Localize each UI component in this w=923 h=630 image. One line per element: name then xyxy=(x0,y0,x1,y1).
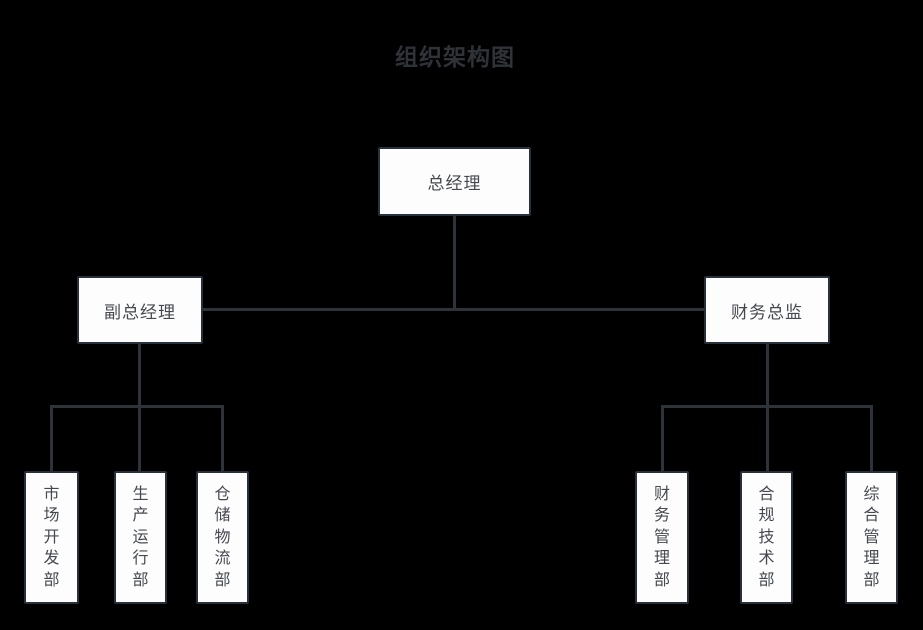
connector-right-child-drop-1 xyxy=(660,405,664,471)
connector-right-rail xyxy=(660,405,873,408)
connector-left-child-drop-1 xyxy=(50,405,53,471)
node-warehouse-logistics-dept: 仓储物流部 xyxy=(196,471,249,604)
node-general-manager-label: 总经理 xyxy=(427,174,482,193)
node-production-operation-dept: 生产运行部 xyxy=(114,471,167,604)
chart-title: 组织架构图 xyxy=(395,44,515,70)
connector-right-child-drop-3 xyxy=(869,405,873,471)
node-compliance-technology-dept-label: 合规技术部 xyxy=(758,485,775,589)
node-market-development-dept-label: 市场开发部 xyxy=(43,485,60,589)
connector-left-rail xyxy=(50,405,223,408)
node-warehouse-logistics-dept-label: 仓储物流部 xyxy=(214,485,231,589)
node-compliance-technology-dept: 合规技术部 xyxy=(740,471,793,604)
node-deputy-general-manager-label: 副总经理 xyxy=(104,302,176,322)
node-deputy-general-manager: 副总经理 xyxy=(77,276,203,344)
node-finance-director: 财务总监 xyxy=(704,276,830,344)
connector-root-drop xyxy=(452,216,456,309)
node-market-development-dept: 市场开发部 xyxy=(24,471,79,604)
connector-level2-bridge xyxy=(202,308,704,311)
node-finance-director-label: 财务总监 xyxy=(731,302,803,322)
node-production-operation-dept-label: 生产运行部 xyxy=(132,485,149,589)
node-finance-management-dept: 财务管理部 xyxy=(635,471,689,604)
node-general-manager: 总经理 xyxy=(378,147,531,216)
node-finance-management-dept-label: 财务管理部 xyxy=(653,485,670,589)
node-general-management-dept-label: 综合管理部 xyxy=(863,485,880,589)
node-general-management-dept: 综合管理部 xyxy=(845,471,898,604)
connector-left-child-drop-3 xyxy=(221,405,224,471)
